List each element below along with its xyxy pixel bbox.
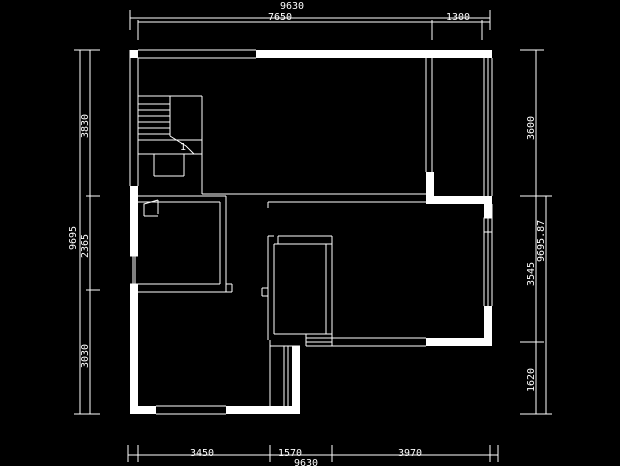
stair-label: 1 <box>180 142 186 153</box>
dim-bottom-left: 3450 <box>190 448 214 459</box>
dim-bottom-overall: 9630 <box>294 458 318 466</box>
dim-right-top: 3600 <box>526 116 537 140</box>
dim-bottom-mid: 1570 <box>278 448 302 459</box>
dim-left-bottom: 3030 <box>80 344 91 368</box>
room-lines <box>129 49 493 415</box>
bottom-dimension-chain: 3450 1570 3970 9630 <box>127 445 499 466</box>
dim-right-overall: 9695.87 <box>536 220 547 262</box>
dim-right-bottom: 1620 <box>526 368 537 392</box>
dim-left-mid: 2365 <box>80 234 91 258</box>
dim-top-left: 7650 <box>268 12 292 23</box>
dim-right-mid: 3545 <box>526 262 537 286</box>
dim-top-overall: 9630 <box>280 1 304 12</box>
dim-left-top: 3830 <box>80 114 91 138</box>
dim-left-overall: 9695 <box>68 226 79 250</box>
top-dimension-chain: 9630 7650 1300 <box>129 1 491 40</box>
walls <box>130 50 492 414</box>
dim-top-right: 1300 <box>446 12 470 23</box>
right-dimension-chain: 3600 3545 9695.87 1620 <box>520 49 552 415</box>
dim-bottom-right: 3970 <box>398 448 422 459</box>
left-dimension-chain: 9695 3830 2365 3030 <box>68 49 100 415</box>
